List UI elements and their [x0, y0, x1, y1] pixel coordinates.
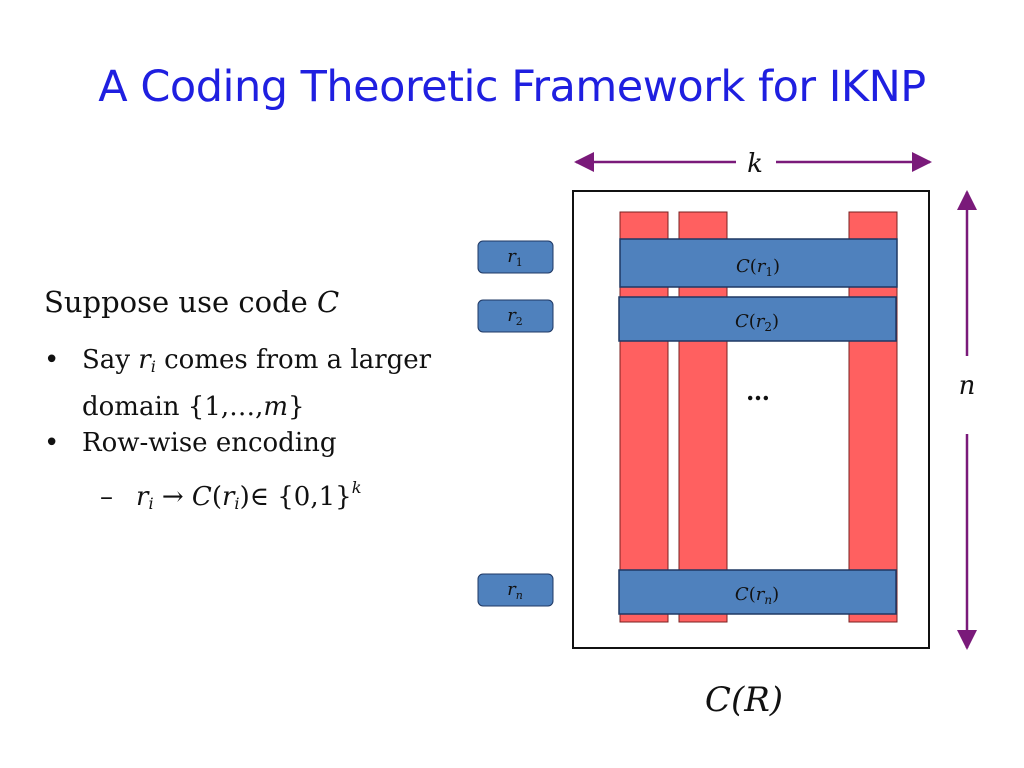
width-label: k [747, 149, 763, 179]
input-label: r2 [507, 305, 523, 328]
codeword-row [618, 296, 897, 342]
input-box [477, 240, 554, 274]
bullet-1: •Say ri comes from a larger domain {1,…,… [44, 340, 431, 427]
bullet-2: •Row-wise encoding [44, 428, 337, 458]
lead-text: Suppose use code C [44, 285, 339, 319]
codeword-label: C(r2) [735, 311, 779, 334]
codeword-row [619, 238, 898, 288]
input-label: rn [507, 579, 523, 602]
input-box [477, 573, 554, 607]
input-label: r1 [507, 246, 523, 269]
codeword-label: C(r1) [736, 256, 780, 279]
lead-code: C [316, 285, 340, 319]
sub-bullet: –ri → C(ri)∈ {0,1}k [100, 478, 362, 513]
dash-symbol: – [100, 482, 113, 512]
height-label: n [959, 371, 976, 401]
input-box [477, 299, 554, 333]
slide-title: A Coding Theoretic Framework for IKNP [98, 62, 926, 112]
bullet-symbol: • [44, 428, 60, 458]
bullet-symbol: • [44, 345, 60, 375]
lead-prefix: Suppose use code [44, 285, 317, 319]
matrix-label: C(R) [705, 680, 783, 720]
ellipsis: … [746, 377, 770, 406]
codeword-label: C(rn) [735, 584, 779, 607]
codeword-row [618, 569, 897, 615]
